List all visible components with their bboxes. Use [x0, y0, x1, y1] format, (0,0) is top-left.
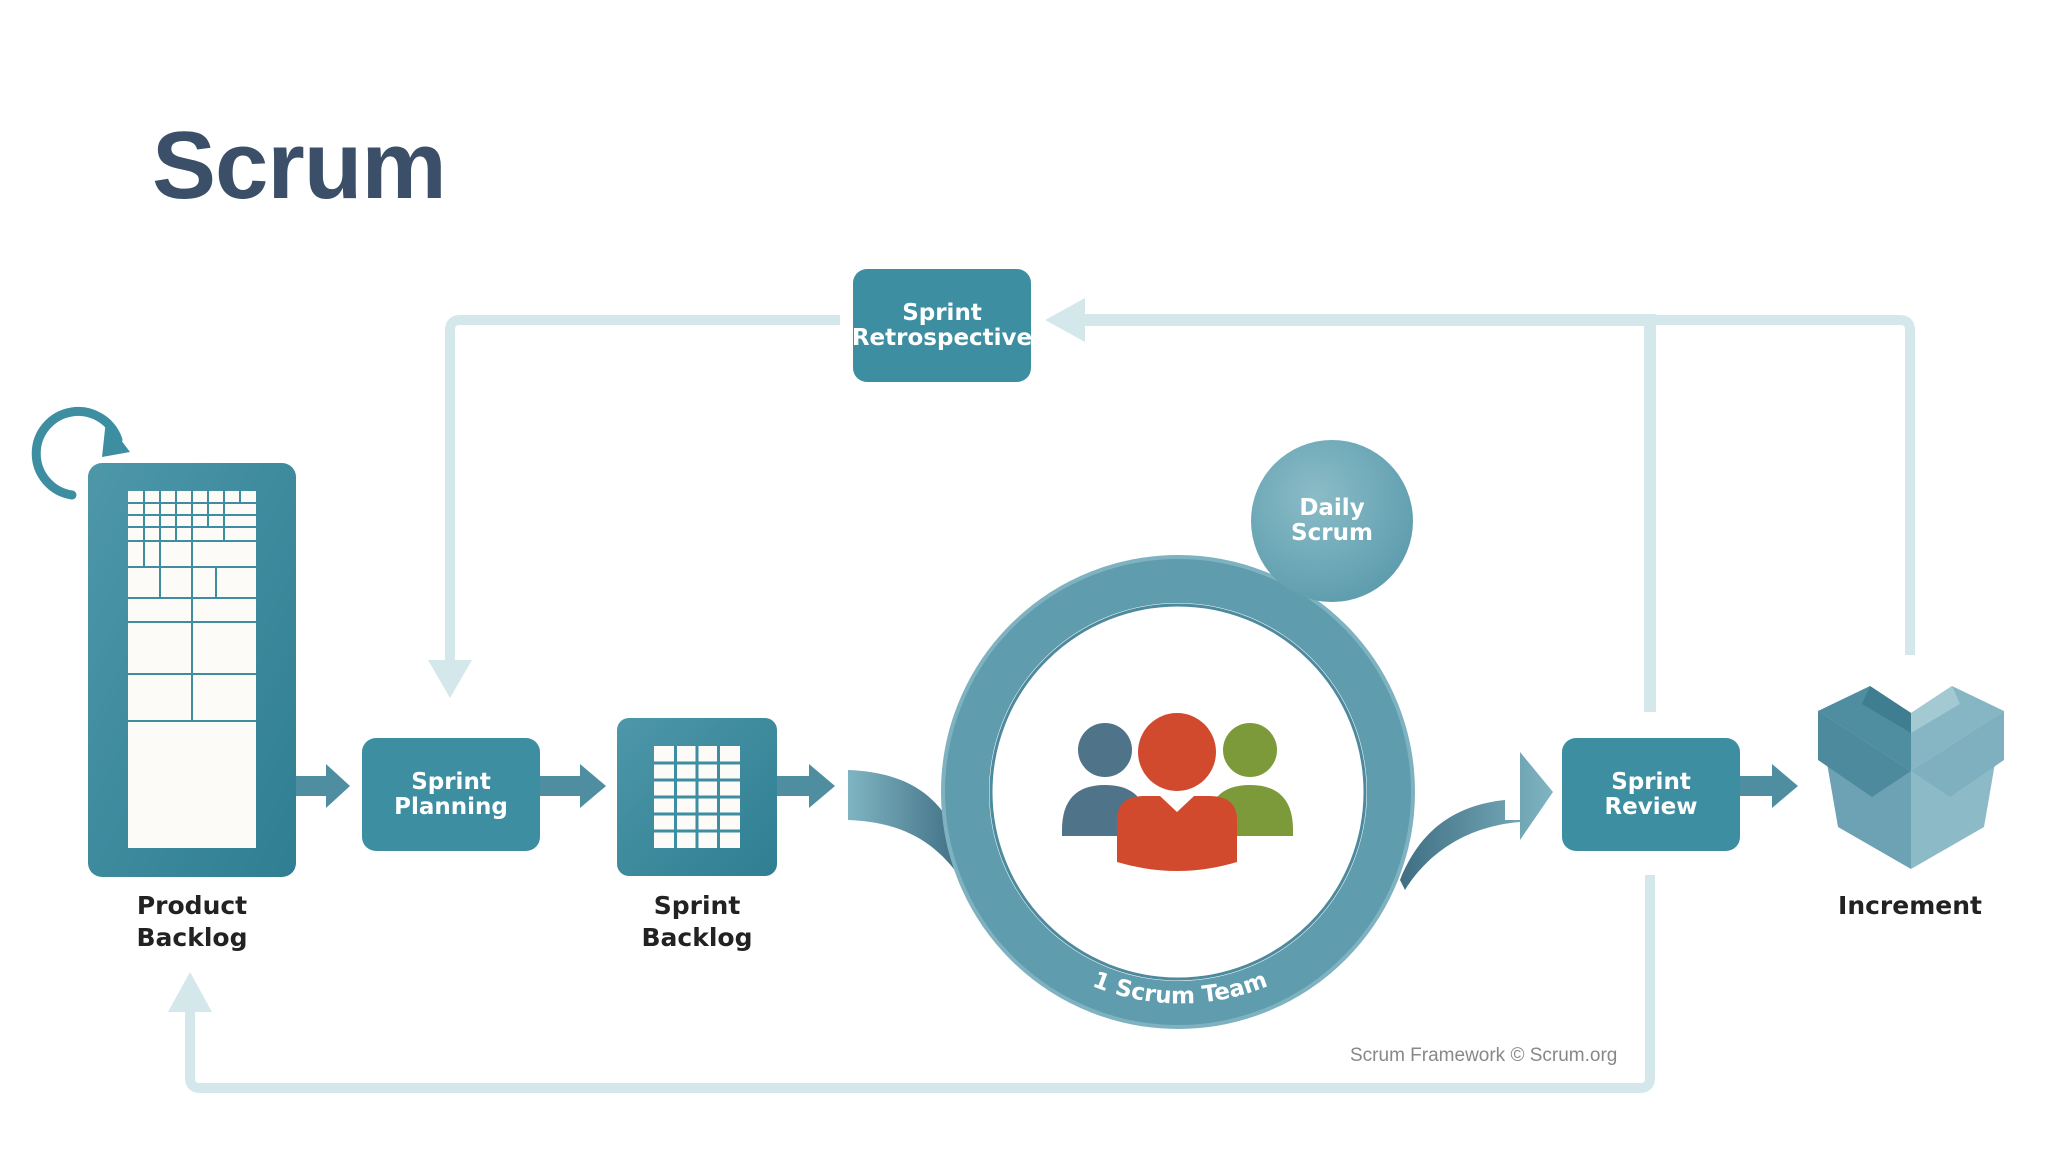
- sprint-exit-swoosh: [1400, 752, 1553, 890]
- arrow-right-icon: [809, 764, 835, 808]
- product-backlog-caption-2: Backlog: [136, 923, 248, 952]
- daily-scrum-label-1: Daily: [1299, 495, 1365, 521]
- arrow-to-planning-icon: [428, 660, 472, 698]
- sprint-backlog-caption-2: Backlog: [641, 923, 753, 952]
- sprint-retrospective-label-2: Retrospective: [851, 324, 1033, 351]
- credit-text: Scrum Framework © Scrum.org: [1350, 1045, 1618, 1066]
- refinement-arrow-icon: [31, 406, 130, 500]
- feedback-loop: [168, 298, 1915, 1093]
- scrum-team-people-icon: [1062, 713, 1293, 871]
- increment-caption: Increment: [1838, 891, 1982, 920]
- daily-scrum-circle: [1251, 440, 1413, 602]
- sprint-retrospective-label-1: Sprint: [902, 299, 982, 326]
- daily-scrum-label-2: Scrum: [1291, 520, 1373, 546]
- sprint-retrospective-box: Sprint Retrospective: [851, 269, 1033, 382]
- increment-box-icon: [1818, 686, 2004, 869]
- arrow-right-icon: [326, 764, 350, 808]
- sprint-backlog-caption: Sprint Backlog: [597, 890, 797, 954]
- arrow-to-product-backlog-icon: [168, 972, 212, 1012]
- scrum-team-cycle: [941, 555, 1415, 1029]
- sprint-review-label-1: Sprint: [1611, 768, 1691, 795]
- sprint-review-box: Sprint Review: [1562, 738, 1740, 851]
- sprint-review-label-2: Review: [1604, 793, 1698, 820]
- daily-scrum-label: Daily Scrum: [1251, 440, 1413, 602]
- sprint-planning-label-1: Sprint: [411, 768, 491, 795]
- arrow-right-icon: [1772, 764, 1798, 808]
- sprint-planning-box: Sprint Planning: [362, 738, 540, 851]
- arrow-to-retrospective-icon: [1045, 298, 1085, 342]
- product-backlog-card: [88, 463, 296, 877]
- flow-arrows: [296, 764, 1798, 808]
- sprint-planning-label-2: Planning: [394, 793, 508, 820]
- sprint-backlog-card: [617, 718, 777, 876]
- product-backlog-caption: Product Backlog: [92, 890, 292, 954]
- page-title: Scrum: [152, 112, 447, 219]
- sprint-backlog-caption-1: Sprint: [653, 891, 741, 920]
- product-backlog-caption-1: Product: [136, 891, 248, 920]
- sprint-entry-swoosh: [848, 770, 962, 880]
- arrow-right-icon: [580, 764, 606, 808]
